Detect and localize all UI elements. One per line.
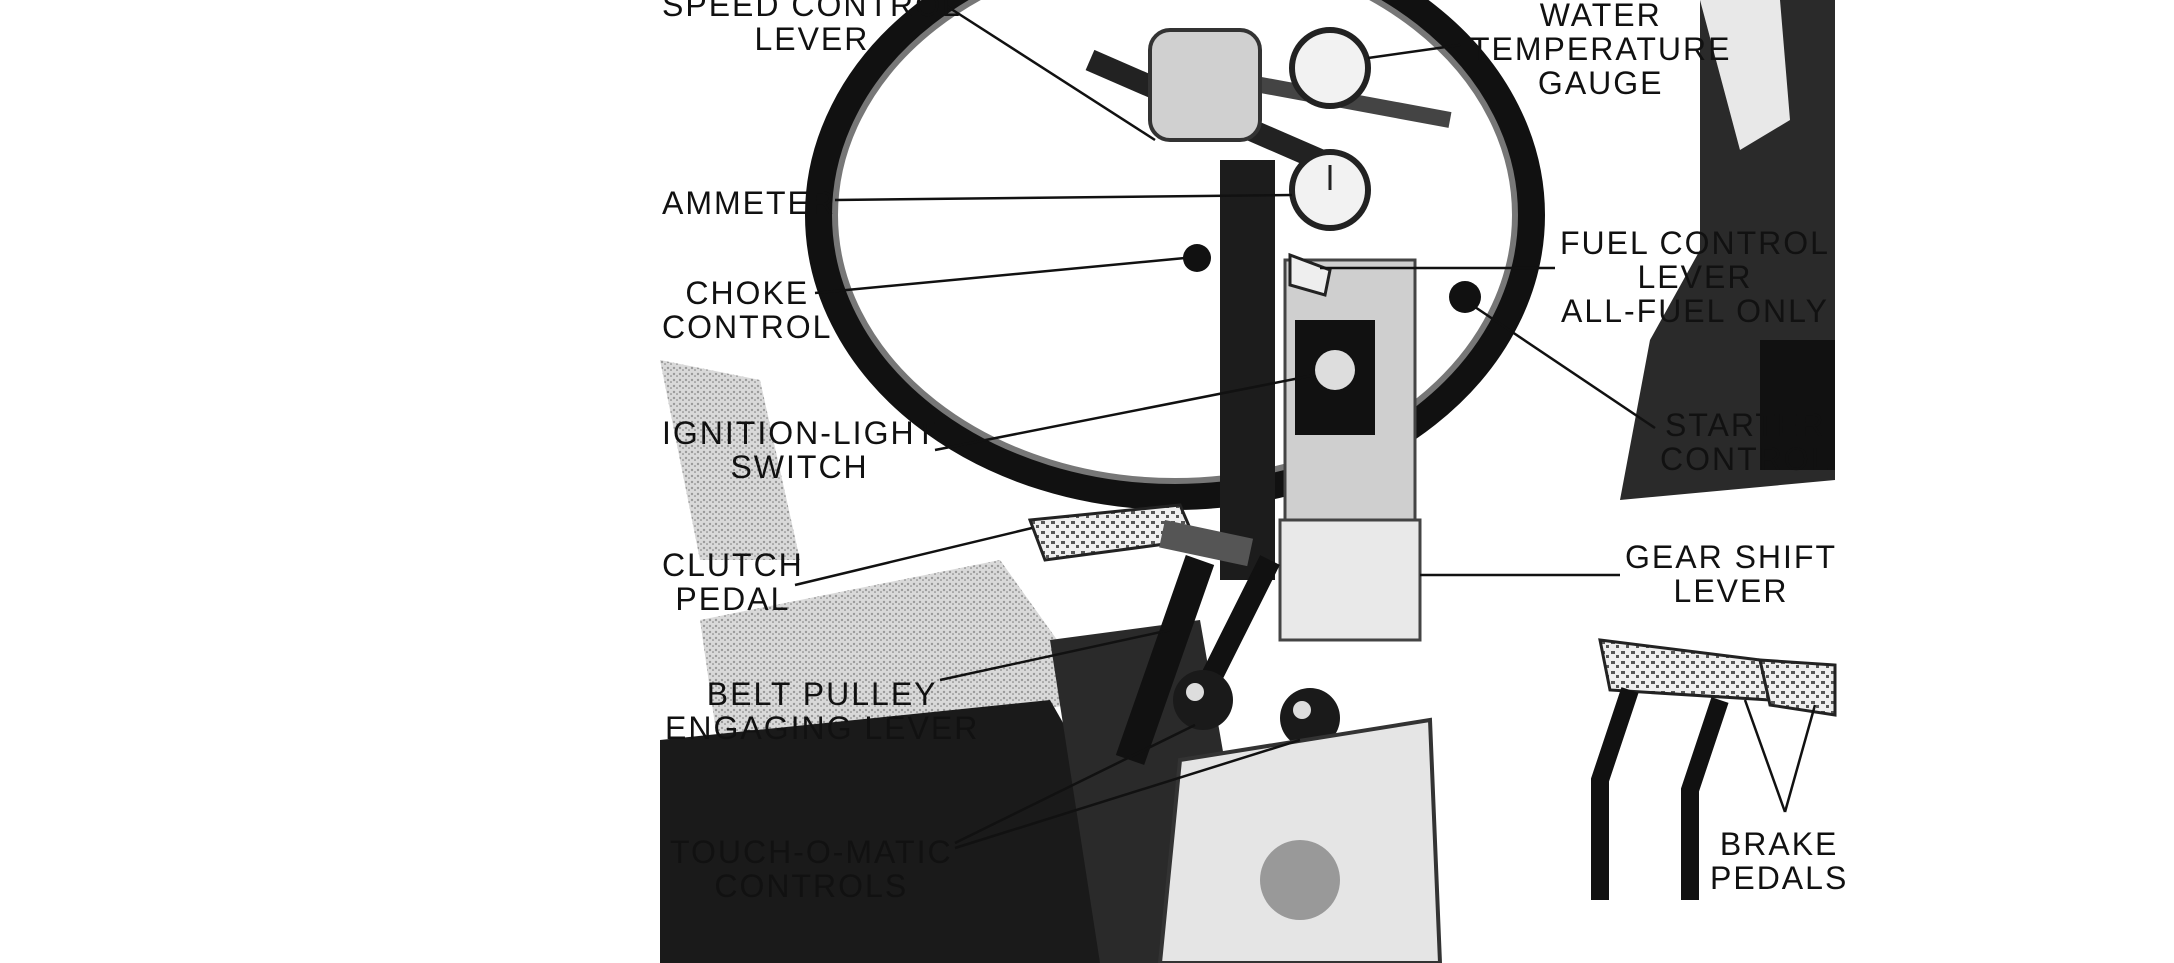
leader-belt-pulley [939, 628, 1171, 682]
label-clutch-pedal: CLUTCH PEDAL [662, 547, 804, 617]
hood-highlight [1700, 0, 1790, 150]
leader-touch-o-matic-2 [954, 738, 1301, 850]
leader-brake-1 [1743, 699, 1787, 813]
leader-brake-2 [1783, 704, 1817, 813]
touch-o-matic-knob-right [1280, 688, 1340, 748]
label-ammeter: AMMETER [662, 185, 836, 221]
label-brake-pedals: BRAKE PEDALS [1710, 826, 1849, 896]
label-speed-control-lever: SPEED CONTROL LEVER [662, 0, 962, 57]
label-fuel-control-lever: FUEL CONTROL LEVER ALL-FUEL ONLY [1560, 225, 1830, 329]
label-starter-control: STARTER CONTROL [1660, 407, 1831, 477]
steering-column [1220, 160, 1275, 580]
starter-panel [1760, 340, 1835, 470]
leader-ammeter [834, 193, 1293, 202]
leader-water-temp [1367, 43, 1461, 60]
label-water-temperature-gauge: WATER TEMPERATURE GAUGE [1470, 0, 1732, 101]
label-touch-o-matic-controls: TOUCH-O-MATIC CONTROLS [670, 834, 953, 904]
label-belt-pulley-engaging-lever: BELT PULLEY ENGAGING LEVER [665, 676, 980, 746]
water-temperature-gauge [1289, 27, 1371, 109]
lower-left-dark [660, 700, 1200, 963]
leader-clutch [794, 526, 1033, 587]
steering-wheel [805, 0, 1545, 510]
fuel-control-lever [1288, 252, 1332, 297]
leader-touch-o-matic-1 [954, 723, 1196, 845]
label-gear-shift-lever: GEAR SHIFT LEVER [1625, 539, 1838, 609]
wheel-hub [1148, 28, 1262, 142]
belt-pulley-lever-stalk [1115, 555, 1215, 765]
label-choke-control: CHOKE CONTROL [662, 275, 833, 345]
leader-starter [1471, 303, 1656, 430]
choke-knob [1183, 244, 1211, 272]
gearbox-housing [1278, 518, 1422, 642]
leader-ignition [934, 373, 1316, 452]
leader-lines [794, 3, 1817, 850]
label-ignition-light-switch: IGNITION-LIGHT SWITCH [662, 415, 938, 485]
leader-choke [814, 256, 1186, 295]
brake-pedal-right [1758, 658, 1837, 717]
left-shadow [660, 360, 800, 560]
touch-o-matic-knob-left [1173, 670, 1233, 730]
photo-region [660, 0, 1837, 963]
leader-speed-control [944, 3, 1156, 142]
